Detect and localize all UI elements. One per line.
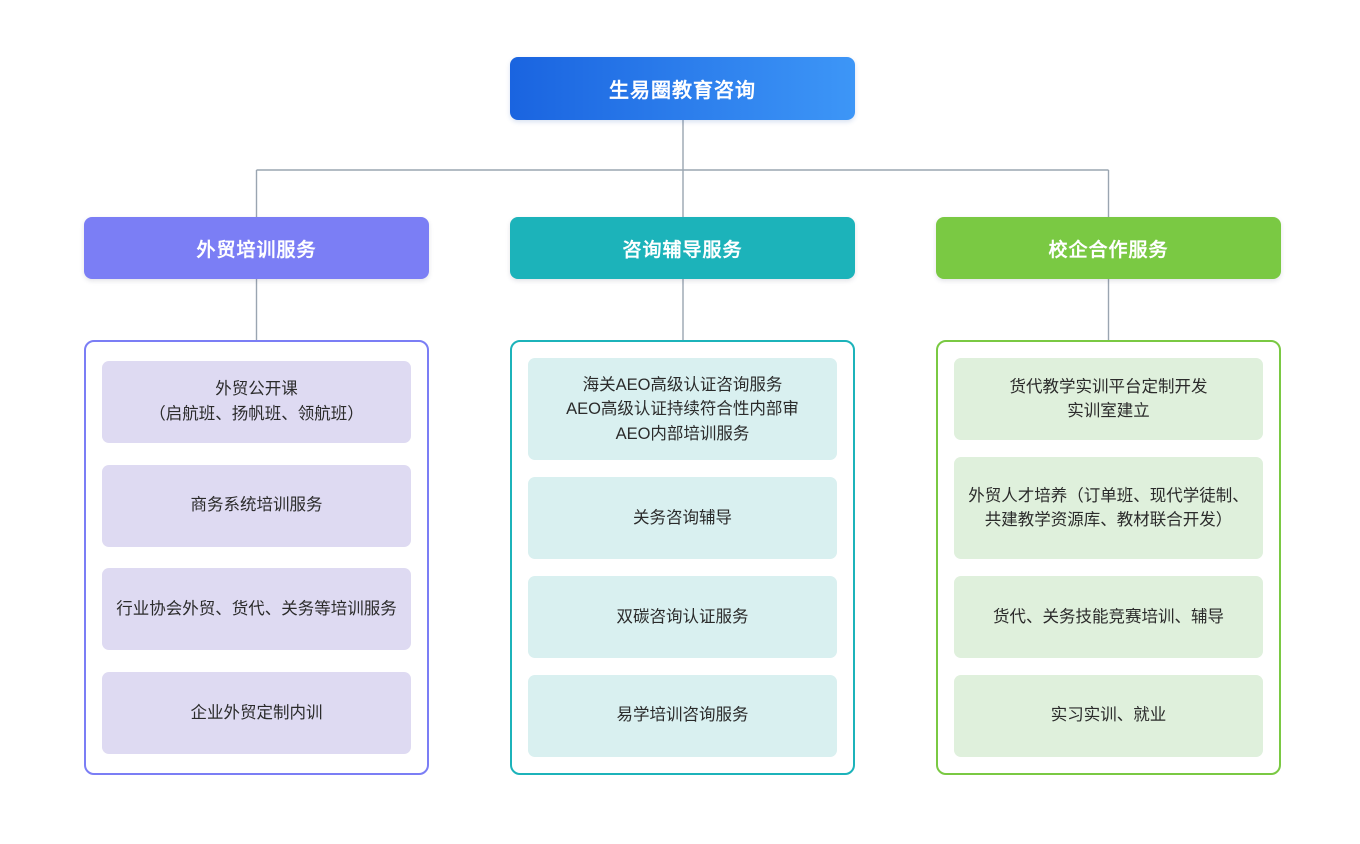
service-item[interactable]: 货代教学实训平台定制开发 实训室建立 — [954, 358, 1263, 441]
branch-body-school-enterprise: 货代教学实训平台定制开发 实训室建立 外贸人才培养（订单班、现代学徒制、共建教学… — [936, 340, 1281, 775]
branch-body-consulting: 海关AEO高级认证咨询服务 AEO高级认证持续符合性内部审 AEO内部培训服务 … — [510, 340, 855, 775]
branch-body-training: 外贸公开课 （启航班、扬帆班、领航班） 商务系统培训服务 行业协会外贸、货代、关… — [84, 340, 429, 775]
service-item[interactable]: 实习实训、就业 — [954, 674, 1263, 757]
service-item[interactable]: 双碳咨询认证服务 — [528, 575, 837, 658]
branch-school-enterprise: 校企合作服务 货代教学实训平台定制开发 实训室建立 外贸人才培养（订单班、现代学… — [936, 217, 1281, 775]
service-item[interactable]: 商务系统培训服务 — [102, 464, 411, 547]
service-item[interactable]: 货代、关务技能竞赛培训、辅导 — [954, 575, 1263, 658]
service-item[interactable]: 企业外贸定制内训 — [102, 672, 411, 755]
service-item[interactable]: 关务咨询辅导 — [528, 477, 837, 560]
root-node[interactable]: 生易圈教育咨询 — [510, 57, 855, 120]
service-item[interactable]: 海关AEO高级认证咨询服务 AEO高级认证持续符合性内部审 AEO内部培训服务 — [528, 358, 837, 461]
branch-header-label: 咨询辅导服务 — [622, 239, 743, 261]
service-item[interactable]: 易学培训咨询服务 — [528, 674, 837, 757]
branch-header-label: 校企合作服务 — [1048, 239, 1169, 261]
root-node-label: 生易圈教育咨询 — [609, 80, 756, 102]
branch-header-label: 外贸培训服务 — [196, 239, 317, 261]
branch-header-consulting[interactable]: 咨询辅导服务 — [510, 217, 855, 279]
branch-header-training[interactable]: 外贸培训服务 — [84, 217, 429, 279]
branch-training: 外贸培训服务 外贸公开课 （启航班、扬帆班、领航班） 商务系统培训服务 行业协会… — [84, 217, 429, 775]
service-item[interactable]: 行业协会外贸、货代、关务等培训服务 — [102, 568, 411, 651]
service-item[interactable]: 外贸人才培养（订单班、现代学徒制、共建教学资源库、教材联合开发） — [954, 457, 1263, 560]
service-item[interactable]: 外贸公开课 （启航班、扬帆班、领航班） — [102, 360, 411, 443]
branch-consulting: 咨询辅导服务 海关AEO高级认证咨询服务 AEO高级认证持续符合性内部审 AEO… — [510, 217, 855, 775]
branch-header-school-enterprise[interactable]: 校企合作服务 — [936, 217, 1281, 279]
